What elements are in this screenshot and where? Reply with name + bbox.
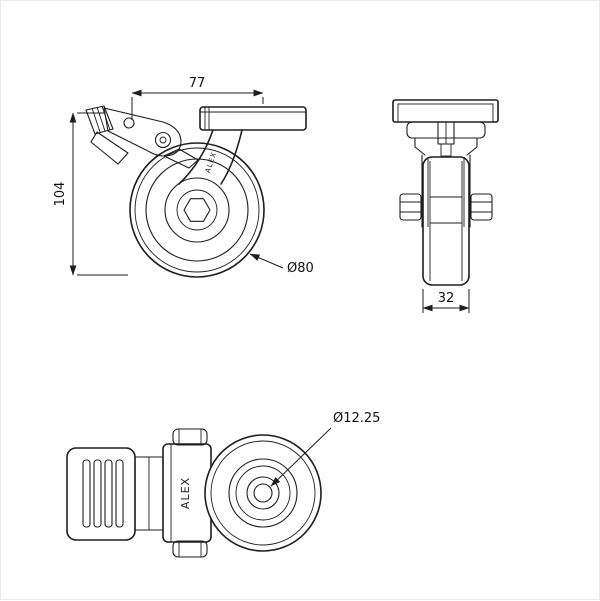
dimension-overall-height: 104: [53, 112, 128, 276]
side-view: ALEX 77 104 Ø80: [53, 76, 314, 278]
top-plate: [199, 106, 307, 131]
fork-legs-front: [421, 154, 471, 228]
axle-brackets: [399, 193, 493, 221]
brake-pedal-top: [66, 447, 136, 541]
swivel-raceway: [406, 121, 486, 157]
dimension-wheel-diameter: Ø80: [249, 253, 314, 276]
wheel-top: [204, 434, 322, 552]
dim-d80-label: Ø80: [287, 261, 314, 276]
bottom-view: ALEX Ø12.25: [66, 411, 380, 558]
dim-77-label: 77: [189, 76, 206, 91]
top-plate-front: [392, 99, 499, 123]
dimension-bolt-hole: Ø12.25: [270, 411, 380, 487]
housing-body: [162, 428, 212, 558]
swivel-fork: [178, 129, 243, 185]
dim-32-label: 32: [438, 291, 455, 306]
brand-mark-bottom: ALEX: [179, 477, 192, 509]
dim-d1225-label: Ø12.25: [333, 411, 380, 426]
dimension-wheel-width: 32: [422, 289, 470, 313]
pedal-link: [134, 456, 164, 531]
bolt-hole: [253, 483, 273, 503]
dim-104-label: 104: [53, 182, 68, 207]
front-view: 32: [392, 99, 499, 313]
wheel-side: [129, 142, 265, 278]
brake-lever: [85, 105, 199, 169]
wheel-front: [422, 156, 470, 286]
dimension-top-width: 77: [131, 76, 264, 120]
axle-hex-nut: [183, 198, 211, 222]
